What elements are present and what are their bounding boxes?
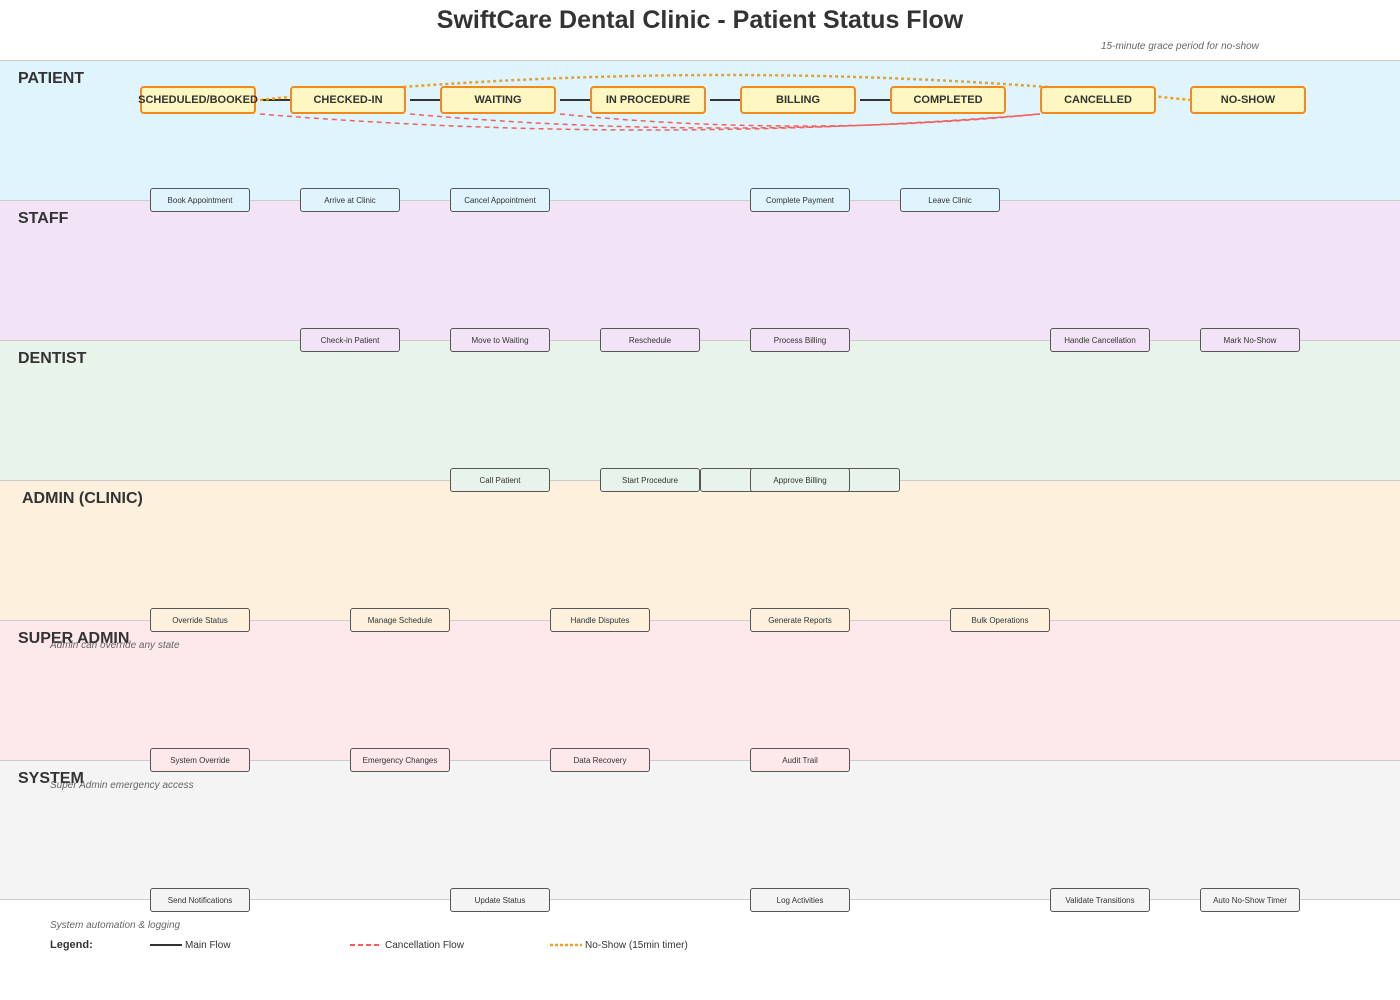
- action-call-patient[interactable]: Call Patient: [450, 468, 550, 492]
- state-no-show[interactable]: NO-SHOW: [1190, 86, 1306, 114]
- action-book-appointment[interactable]: Book Appointment: [150, 188, 250, 212]
- action-validate-transitions[interactable]: Validate Transitions: [1050, 888, 1150, 912]
- state-cancelled[interactable]: CANCELLED: [1040, 86, 1156, 114]
- action-start-procedure[interactable]: Start Procedure: [600, 468, 700, 492]
- lane-patient: [0, 60, 1400, 200]
- action-manage-schedule[interactable]: Manage Schedule: [350, 608, 450, 632]
- action-bulk-operations[interactable]: Bulk Operations: [950, 608, 1050, 632]
- state-in-procedure[interactable]: IN PROCEDURE: [590, 86, 706, 114]
- lane-label-staff: STAFF: [18, 210, 69, 227]
- lane-label-admin: ADMIN (CLINIC): [22, 490, 143, 507]
- action-handle-disputes[interactable]: Handle Disputes: [550, 608, 650, 632]
- action-send-notifications[interactable]: Send Notifications: [150, 888, 250, 912]
- action-approve-billing[interactable]: Approve Billing: [750, 468, 850, 492]
- legend-title: Legend:: [50, 939, 93, 951]
- action-override-status[interactable]: Override Status: [150, 608, 250, 632]
- action-mark-no-show[interactable]: Mark No-Show: [1200, 328, 1300, 352]
- action-reschedule[interactable]: Reschedule: [600, 328, 700, 352]
- action-data-recovery[interactable]: Data Recovery: [550, 748, 650, 772]
- action-handle-cancellation[interactable]: Handle Cancellation: [1050, 328, 1150, 352]
- lane-staff: [0, 200, 1400, 340]
- system-note: Super Admin emergency access: [50, 780, 194, 791]
- state-billing[interactable]: BILLING: [740, 86, 856, 114]
- action-audit-trail[interactable]: Audit Trail: [750, 748, 850, 772]
- action-update-status[interactable]: Update Status: [450, 888, 550, 912]
- action-arrive-at-clinic[interactable]: Arrive at Clinic: [300, 188, 400, 212]
- lane-label-patient: PATIENT: [18, 70, 85, 87]
- legend-cancellation-flow: Cancellation Flow: [385, 940, 464, 951]
- action-leave-clinic[interactable]: Leave Clinic: [900, 188, 1000, 212]
- lane-label-dentist: DENTIST: [18, 350, 87, 367]
- lane-dentist: [0, 340, 1400, 480]
- superadmin-note: Admin can override any state: [50, 640, 180, 651]
- action-auto-no-show-timer[interactable]: Auto No-Show Timer: [1200, 888, 1300, 912]
- lane-superadmin: [0, 620, 1400, 760]
- diagram-title: SwiftCare Dental Clinic - Patient Status…: [436, 6, 964, 34]
- action-log-activities[interactable]: Log Activities: [750, 888, 850, 912]
- lane-label-system: SYSTEM: [18, 770, 84, 787]
- lane-system: [0, 760, 1400, 900]
- action-move-to-waiting[interactable]: Move to Waiting: [450, 328, 550, 352]
- action-check-in-patient[interactable]: Check-in Patient: [300, 328, 400, 352]
- state-checked-in[interactable]: CHECKED-IN: [290, 86, 406, 114]
- action-complete-payment[interactable]: Complete Payment: [750, 188, 850, 212]
- state-completed[interactable]: COMPLETED: [890, 86, 1006, 114]
- state-waiting[interactable]: WAITING: [440, 86, 556, 114]
- legend-no-show-flow: No-Show (15min timer): [585, 940, 688, 951]
- state-scheduled[interactable]: SCHEDULED/BOOKED: [138, 86, 258, 114]
- action-cancel-appointment[interactable]: Cancel Appointment: [450, 188, 550, 212]
- system-automation-note: System automation & logging: [50, 920, 181, 931]
- action-generate-reports[interactable]: Generate Reports: [750, 608, 850, 632]
- action-process-billing[interactable]: Process Billing: [750, 328, 850, 352]
- lane-admin: [0, 480, 1400, 620]
- grace-period-note: 15-minute grace period for no-show: [1101, 41, 1259, 52]
- action-system-override[interactable]: System Override: [150, 748, 250, 772]
- legend-main-flow: Main Flow: [185, 940, 231, 951]
- action-emergency-changes[interactable]: Emergency Changes: [350, 748, 450, 772]
- lane-label-superadmin: SUPER ADMIN: [18, 630, 130, 647]
